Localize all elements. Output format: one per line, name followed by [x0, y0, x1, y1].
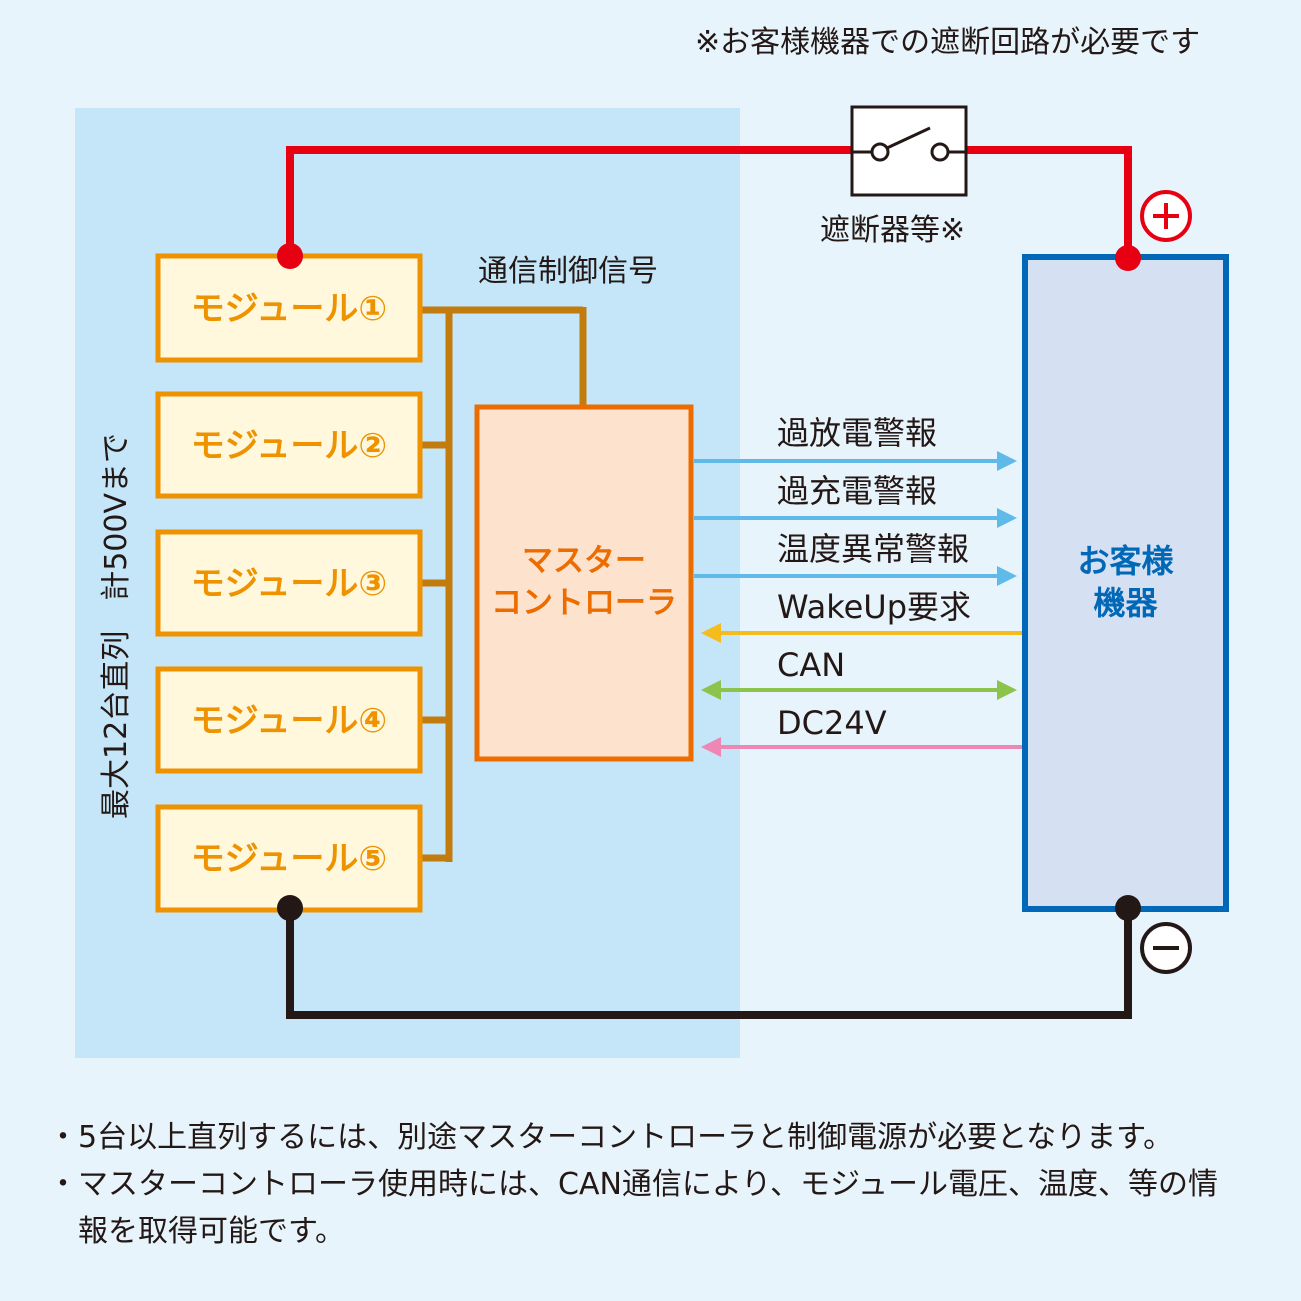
- module-label-5: モジュール⑤: [190, 839, 388, 879]
- module-box-3: [155, 529, 423, 637]
- signal-label-overcharge: 過充電警報: [777, 472, 938, 510]
- customer-label-line1: お客様: [1077, 542, 1174, 580]
- comm-signal-label: 通信制御信号: [478, 254, 658, 289]
- customer-positive-terminal: [1115, 245, 1141, 271]
- footnote-1: ・5台以上直列するには、別途マスターコントローラと制御電源が必要となります。: [48, 1120, 1174, 1155]
- series-limit-label: 最大12台直列 計500Vまで: [99, 433, 134, 819]
- customer-equipment-box: [1022, 254, 1229, 912]
- module-label-2: モジュール②: [190, 426, 388, 466]
- footnote-2: ・マスターコントローラ使用時には、CAN通信により、モジュール電圧、温度、等の情: [48, 1167, 1219, 1202]
- minus-icon: [1140, 922, 1192, 974]
- customer-equipment-label: お客様 機器: [1025, 540, 1226, 624]
- header-note: ※お客様機器での遮断回路が必要です: [695, 25, 1201, 60]
- customer-negative-terminal: [1115, 895, 1141, 921]
- plus-icon: [1140, 190, 1192, 242]
- master-controller-box: [474, 404, 694, 762]
- negative-line: [286, 908, 1132, 1019]
- customer-label-line2: 機器: [1093, 584, 1158, 622]
- breaker-label: 遮断器等※: [820, 213, 966, 248]
- module-box-1: [155, 253, 423, 363]
- footnote-3: 報を取得可能です。: [78, 1214, 345, 1249]
- module-box-4: [155, 666, 423, 774]
- signal-label-temperature: 温度異常警報: [777, 530, 970, 568]
- module-label-1: モジュール①: [190, 289, 388, 329]
- signal-label-can: CAN: [777, 646, 846, 684]
- switch-icon: [852, 126, 966, 162]
- master-controller-label: マスター コントローラ: [477, 540, 691, 624]
- signal-label-dc24v: DC24V: [777, 704, 887, 742]
- signal-label-wakeup: WakeUp要求: [777, 588, 972, 626]
- positive-line-customer: [966, 146, 1132, 258]
- module-label-4: モジュール④: [190, 701, 388, 741]
- master-label-line1: マスター: [522, 543, 646, 579]
- module-negative-terminal: [277, 895, 303, 921]
- module-positive-terminal: [277, 243, 303, 269]
- module-box-2: [155, 391, 423, 499]
- signal-label-overdischarge: 過放電警報: [777, 414, 938, 452]
- module-label-3: モジュール③: [190, 564, 388, 604]
- positive-line: [286, 146, 852, 256]
- comm-bus: [420, 306, 587, 862]
- master-label-line2: コントローラ: [491, 585, 677, 621]
